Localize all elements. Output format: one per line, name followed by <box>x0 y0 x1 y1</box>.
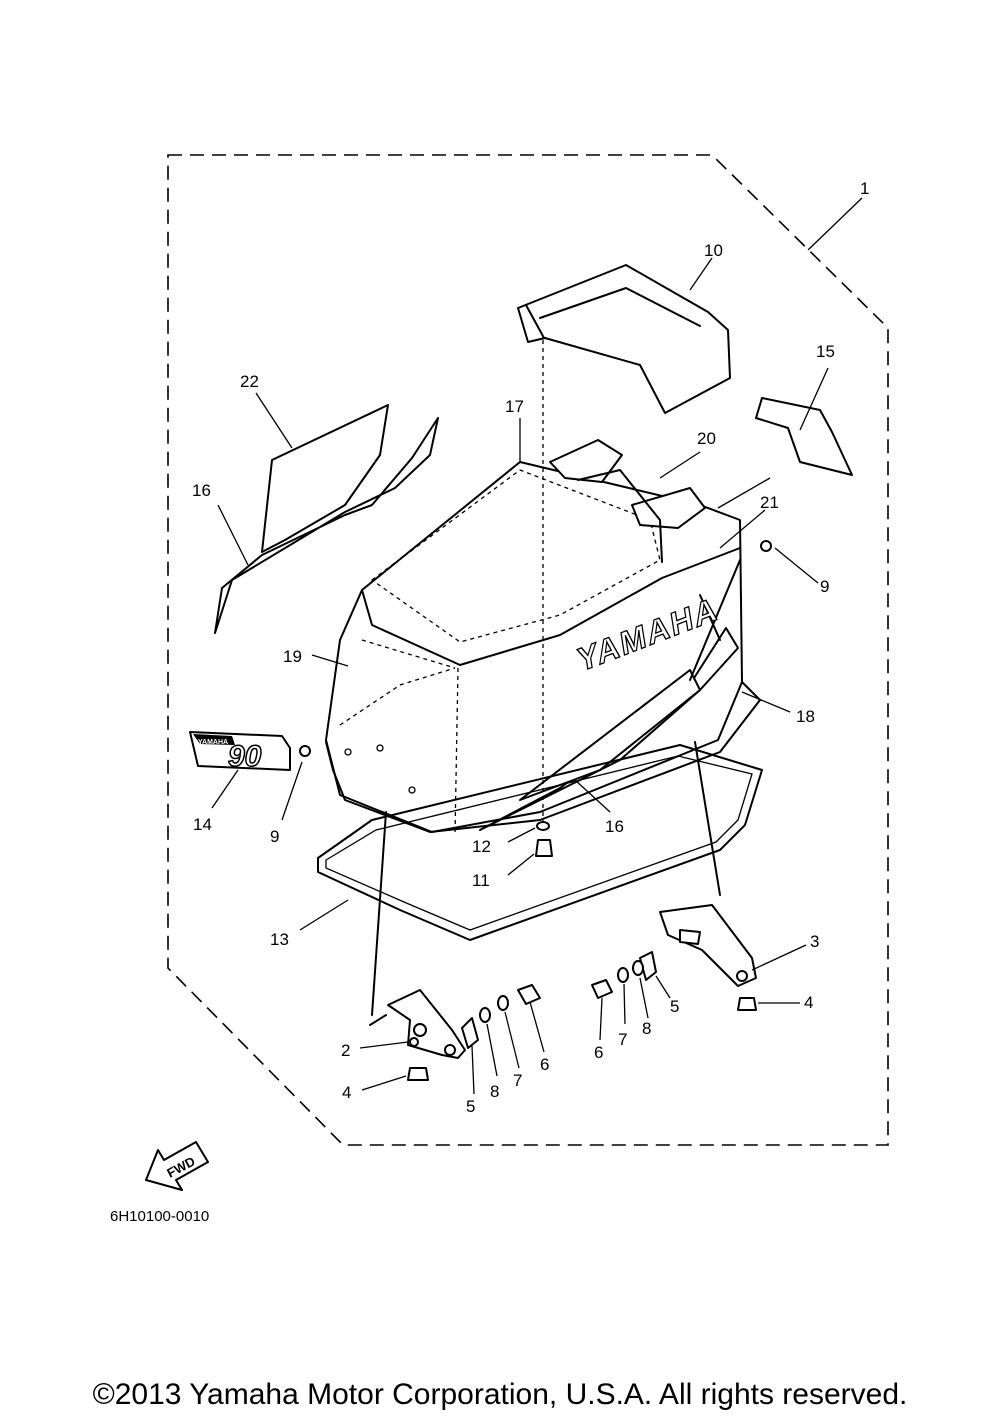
leader-21b <box>717 477 771 509</box>
callout-8-right: 8 <box>642 1019 651 1038</box>
clip-5-right-part <box>639 951 657 981</box>
callout-5-left: 5 <box>466 1097 475 1116</box>
callout-7-right: 7 <box>618 1030 627 1049</box>
callout-7-left: 7 <box>513 1071 522 1090</box>
callout-9-right: 9 <box>820 577 829 596</box>
callout-15: 15 <box>816 342 835 361</box>
leader-1 <box>807 197 863 251</box>
leader-22 <box>255 392 293 449</box>
callout-4-left: 4 <box>342 1083 351 1102</box>
screw-9-left-part <box>299 745 311 757</box>
leader-15 <box>799 367 829 431</box>
leader-9-right <box>774 547 819 584</box>
bracket-3-part <box>659 904 757 987</box>
leader-16-right <box>574 779 611 813</box>
screw-9-right-part <box>760 540 772 552</box>
callout-20: 20 <box>697 429 716 448</box>
leader-6-right <box>599 997 603 1041</box>
washer-7-left-part <box>497 995 509 1011</box>
decal-15-part <box>755 397 853 476</box>
callout-4-right: 4 <box>804 993 813 1012</box>
clip-5-left-part <box>461 1017 479 1049</box>
copyright-notice: ©2013 Yamaha Motor Corporation, U.S.A. A… <box>92 1378 908 1411</box>
guide-line-left <box>369 811 387 1026</box>
leader-8-right <box>639 977 649 1019</box>
nut-4-right-part <box>737 997 757 1011</box>
callout-8-left: 8 <box>490 1082 499 1101</box>
callout-14: 14 <box>193 815 212 834</box>
callout-19: 19 <box>283 647 302 666</box>
forward-direction-arrow <box>145 1141 209 1191</box>
callout-5-right: 5 <box>670 997 679 1016</box>
leader-11 <box>507 853 535 876</box>
seal-ring-part <box>317 744 763 941</box>
top-cowling-part <box>325 439 761 836</box>
leader-5-left <box>471 1045 475 1095</box>
bolt-11-part <box>535 839 553 857</box>
leader-7-right <box>623 983 626 1025</box>
callout-13: 13 <box>270 930 289 949</box>
callout-6-right: 6 <box>594 1043 603 1062</box>
leader-18 <box>741 691 791 713</box>
callout-1: 1 <box>860 179 869 198</box>
bracket-2-part <box>387 989 466 1059</box>
leader-5-right <box>655 975 671 999</box>
callout-9-left: 9 <box>270 827 279 846</box>
bolt-6-left-part <box>517 984 541 1005</box>
leader-9-left <box>281 761 303 821</box>
leader-8-left <box>486 1023 498 1077</box>
side-decal-left-part <box>214 404 439 634</box>
leader-7-left <box>504 1011 520 1069</box>
washer-8-left-part <box>479 1007 491 1023</box>
assembly-boundary <box>167 154 889 1146</box>
callout-2: 2 <box>341 1041 350 1060</box>
leader-21 <box>719 509 766 549</box>
leader-14 <box>211 769 239 809</box>
callout-12: 12 <box>472 837 491 856</box>
leader-13 <box>299 899 349 931</box>
leader-6-left <box>529 1001 545 1053</box>
callout-6-left: 6 <box>540 1055 549 1074</box>
diagram-code: 6H10100-0010 <box>110 1208 210 1225</box>
callout-18: 18 <box>796 707 815 726</box>
leader-20 <box>659 451 701 479</box>
bolt-6-right-part <box>591 979 613 999</box>
nut-4-left-part <box>407 1067 429 1081</box>
leader-2 <box>359 1041 409 1049</box>
emblem-90-part <box>189 731 291 771</box>
callout-21: 21 <box>760 493 779 512</box>
emblem-number-text: 90 <box>228 740 262 773</box>
callout-10: 10 <box>704 241 723 260</box>
guide-line-right <box>694 741 721 896</box>
washer-7-right-part <box>617 967 629 983</box>
leader-4-left <box>361 1075 407 1091</box>
leader-16-left <box>217 504 249 566</box>
callout-22: 22 <box>240 372 259 391</box>
leader-19 <box>311 654 349 667</box>
callout-11: 11 <box>472 871 490 890</box>
leader-12 <box>507 827 536 843</box>
callout-16-right: 16 <box>605 817 624 836</box>
leader-10 <box>689 257 713 291</box>
washer-12-part <box>536 821 550 831</box>
leader-3 <box>751 944 807 971</box>
callout-17: 17 <box>505 397 524 416</box>
washer-8-right-part <box>632 960 644 976</box>
emblem-brand-text: YAMAHA <box>198 739 228 746</box>
callout-16-left: 16 <box>192 481 211 500</box>
top-cover-part <box>517 264 731 414</box>
callout-3: 3 <box>810 932 819 951</box>
